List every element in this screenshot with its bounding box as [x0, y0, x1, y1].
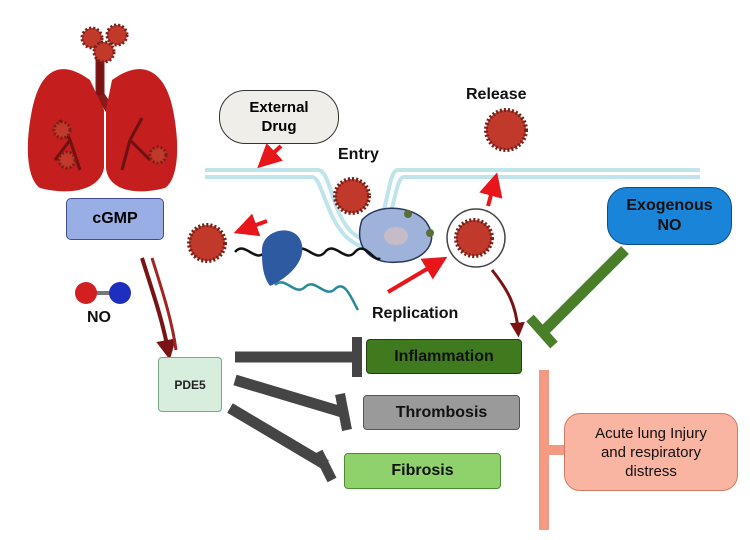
inhibit-no-inflammation — [526, 246, 629, 349]
outcome-label: Acute lung Injury and respiratory distre… — [595, 424, 707, 480]
ribosome-icon — [262, 230, 303, 286]
lungs-icon — [27, 45, 178, 192]
external-drug-label: External Drug — [249, 99, 309, 135]
inhibit-pde5-thrombosis — [233, 374, 352, 431]
virus-icon-exit — [187, 223, 227, 263]
virus-icon-entry — [333, 177, 371, 215]
thrombosis-box: Thrombosis — [363, 395, 520, 430]
fibrosis-box: Fibrosis — [344, 453, 501, 489]
no-label: NO — [87, 309, 111, 326]
cell-nucleus — [384, 227, 408, 245]
pde5-label: PDE5 — [174, 377, 206, 392]
virus-icon-replicating — [454, 218, 494, 258]
inhibit-pde5-inflammation — [235, 337, 362, 377]
arrow-drug — [257, 143, 283, 169]
replication-label: Replication — [372, 305, 459, 322]
vesicle — [426, 229, 434, 237]
arrow-exit — [233, 213, 268, 237]
cgmp-box: cGMP — [66, 198, 164, 240]
pde5-box: PDE5 — [158, 357, 222, 412]
entry-label: Entry — [338, 146, 379, 163]
fibrosis-label: Fibrosis — [391, 462, 454, 479]
rna-strand-blue — [274, 281, 360, 311]
arrow-replication — [386, 256, 448, 294]
exogenous-no-label: Exogenous NO — [626, 197, 713, 234]
inflammation-label: Inflammation — [394, 347, 494, 365]
inflammation-box: Inflammation — [366, 339, 522, 374]
arrow-cgmp-pde5 — [140, 257, 176, 360]
release-label: Release — [466, 86, 527, 103]
cgmp-label: cGMP — [92, 210, 138, 227]
rna-strand — [234, 247, 381, 261]
outcome-bracket — [539, 370, 565, 530]
inhibit-pde5-fibrosis — [227, 403, 337, 483]
virus-icon-top-lung — [52, 23, 168, 170]
arrow-release — [479, 172, 503, 207]
arrow-cgmp-pde5-shade — [150, 257, 178, 351]
exogenous-no-box: Exogenous NO — [607, 187, 732, 245]
virus-icon-release — [484, 108, 528, 152]
thrombosis-label: Thrombosis — [395, 403, 488, 421]
external-drug-box: External Drug — [219, 90, 339, 144]
outcome-box: Acute lung Injury and respiratory distre… — [564, 413, 738, 491]
vesicle — [404, 210, 412, 218]
arrow-vesicle-inflammation — [490, 269, 525, 338]
no-molecule-icon — [75, 282, 131, 304]
